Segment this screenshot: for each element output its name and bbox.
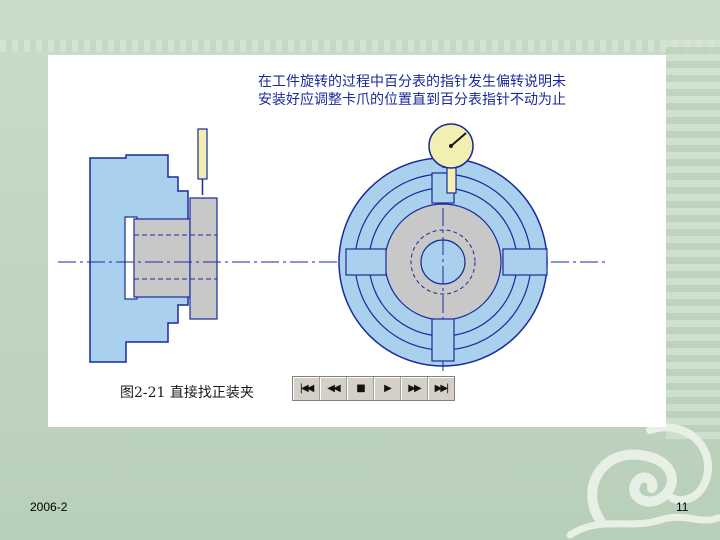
chuck-alignment-figure — [58, 123, 608, 375]
fast-forward-button[interactable]: ▶▶ — [401, 377, 428, 400]
jaw-bottom — [431, 318, 455, 362]
page-number: 11 — [676, 500, 689, 514]
jaw-left — [345, 248, 387, 276]
workpiece-collar — [189, 197, 218, 320]
animation-stage: 在工件旋转的过程中百分表的指针发生偏转说明未 安装好应调整卡爪的位置直到百分表指… — [48, 55, 666, 427]
decorative-ornament-icon — [566, 423, 720, 539]
caption-text: 在工件旋转的过程中百分表的指针发生偏转说明未 安装好应调整卡爪的位置直到百分表指… — [258, 74, 566, 108]
skip-to-start-button[interactable]: |◀◀ — [293, 377, 320, 400]
play-button[interactable]: ▶ — [374, 377, 401, 400]
figure-label: 图2-21 直接找正装夹 — [120, 385, 254, 401]
decorative-stripe — [666, 40, 720, 440]
rewind-button[interactable]: ◀◀ — [320, 377, 347, 400]
indicator-stem-side — [197, 128, 208, 180]
footer-date: 2006-2 — [30, 500, 68, 514]
jaw-right — [502, 248, 548, 276]
workpiece-side — [133, 218, 191, 298]
decorative-stripe — [0, 40, 720, 52]
media-controls: |◀◀ ◀◀ ■ ▶ ▶▶ ▶▶| — [292, 376, 455, 401]
skip-to-end-button[interactable]: ▶▶| — [428, 377, 454, 400]
dial-indicator-needle — [450, 132, 467, 147]
stop-button[interactable]: ■ — [347, 377, 374, 400]
